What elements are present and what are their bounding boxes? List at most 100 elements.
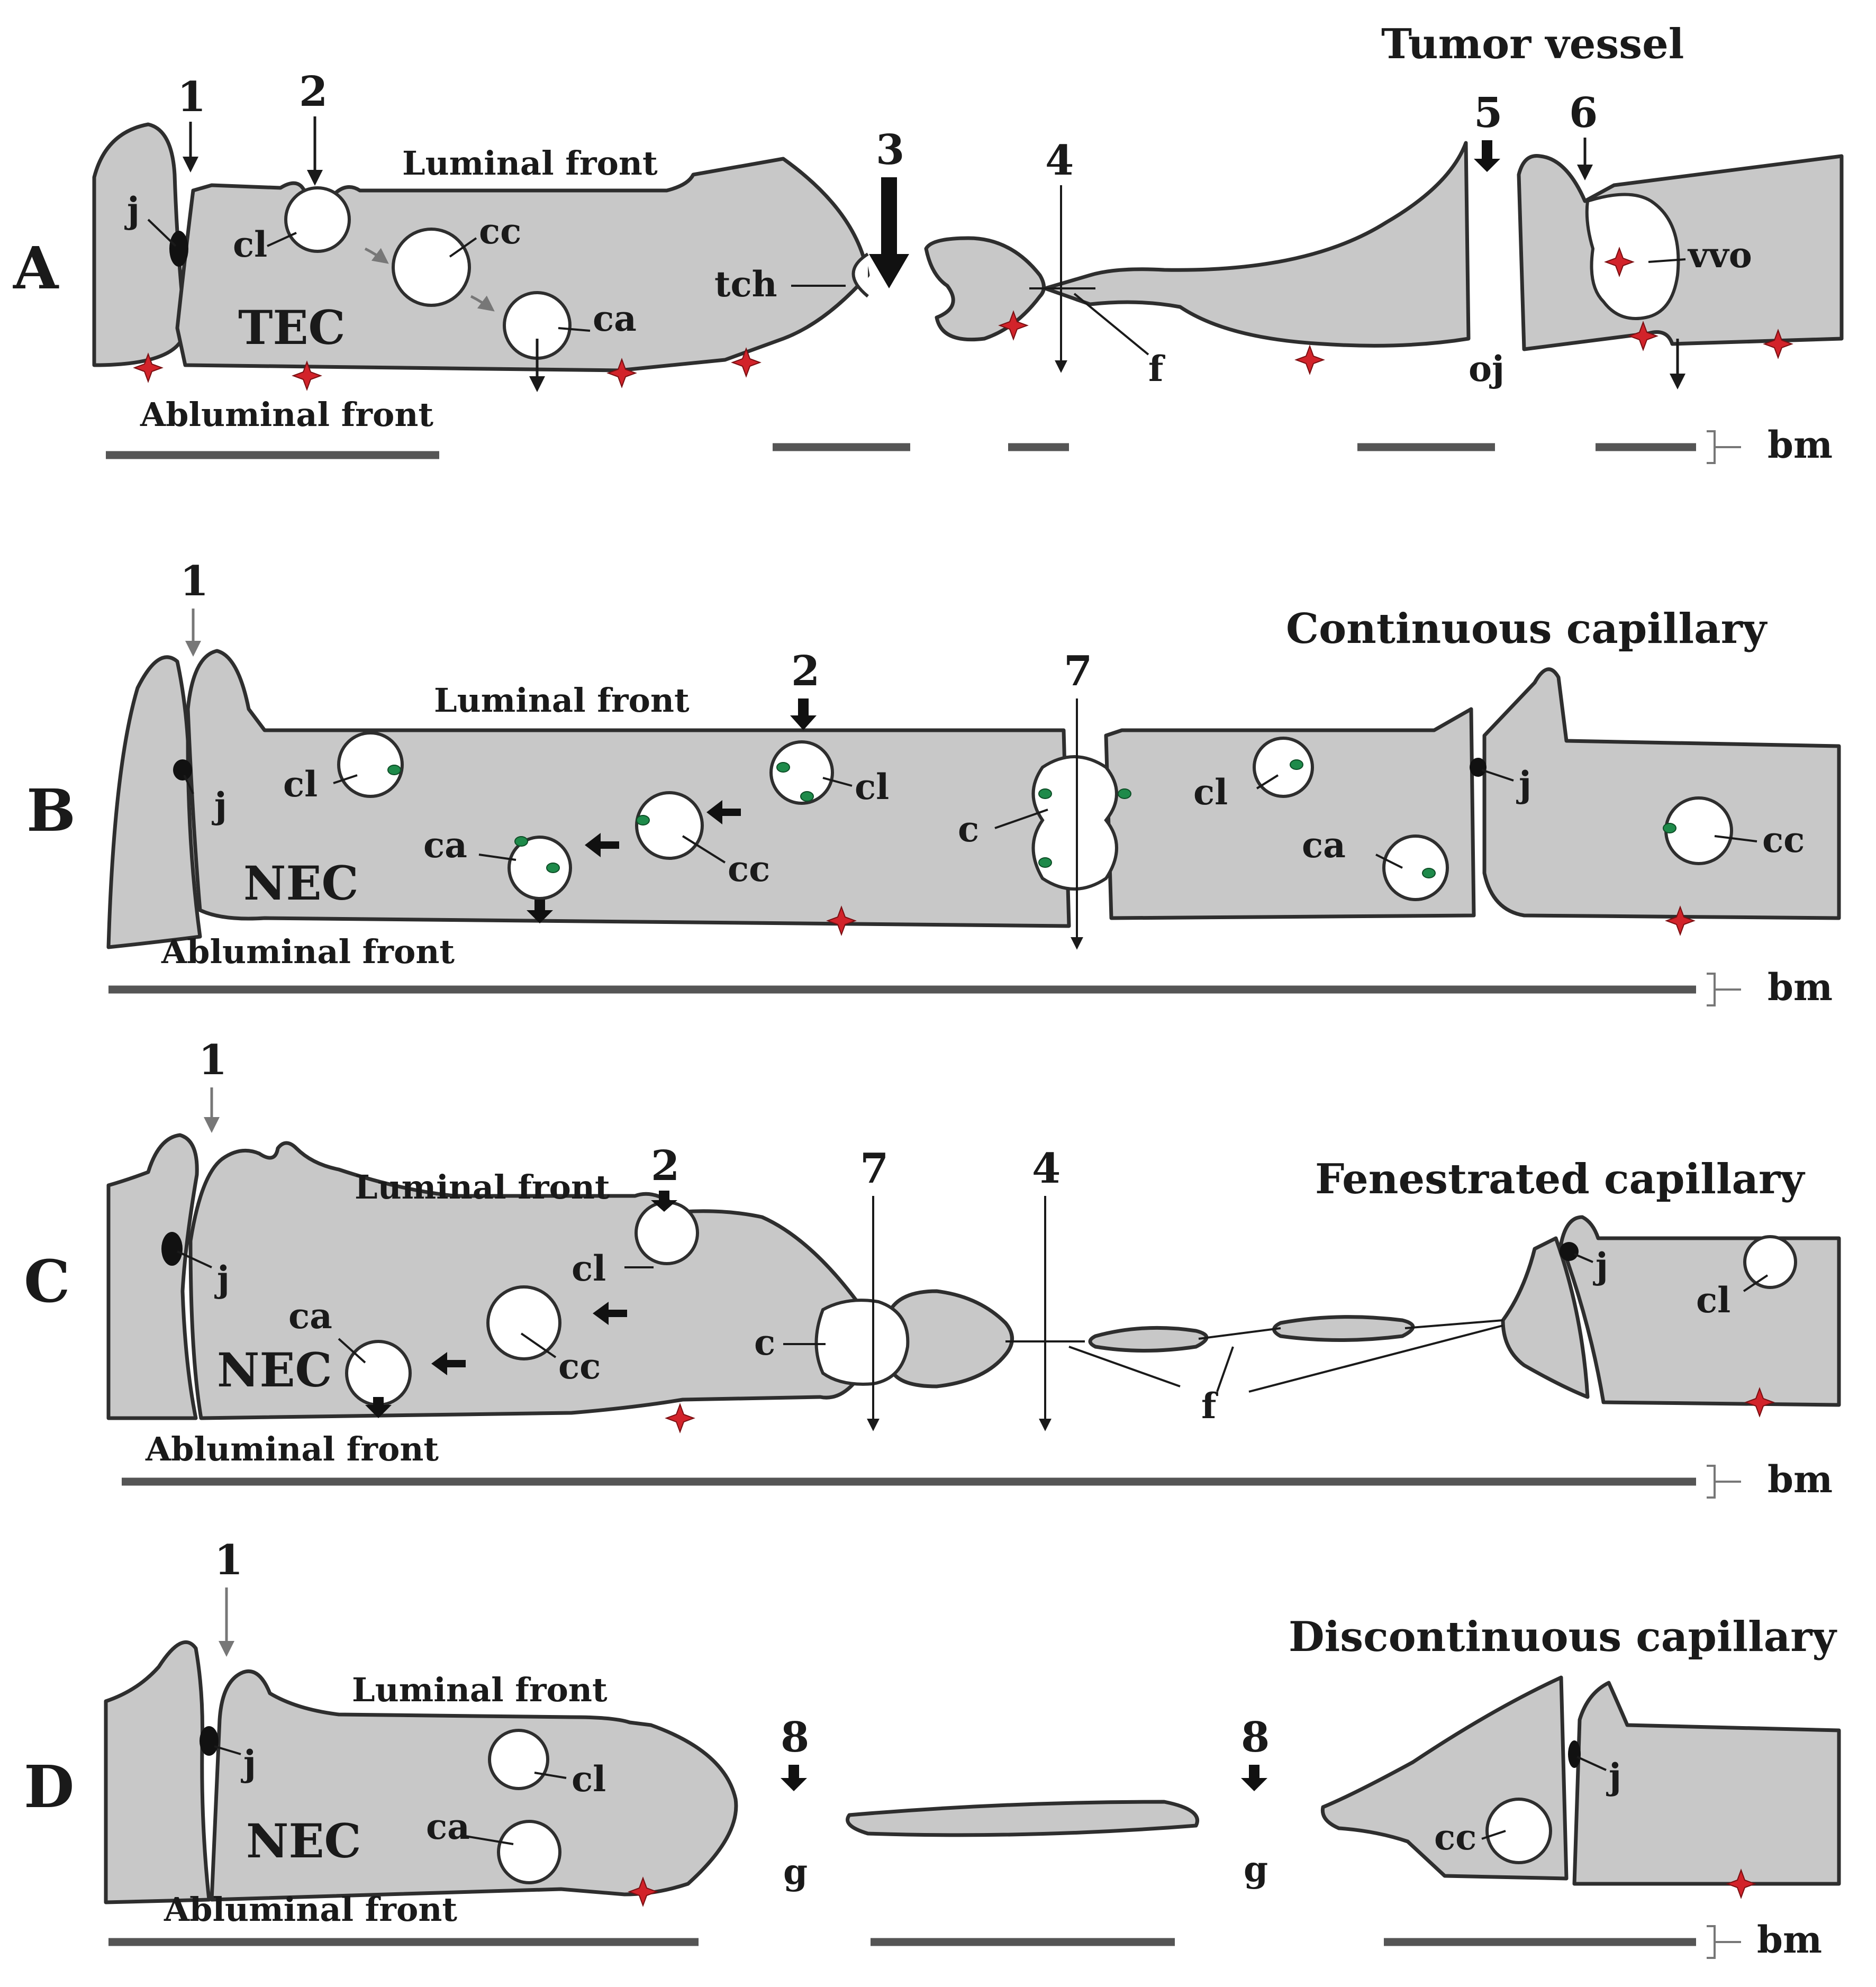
- leader-line: [534, 1772, 567, 1779]
- junction-marker: [1560, 1242, 1579, 1261]
- leader-line: [1714, 835, 1757, 842]
- gap-8-number: 8: [1241, 1713, 1270, 1762]
- caveola-cc: [392, 228, 471, 307]
- pathway-5-arrow: [1474, 140, 1500, 172]
- label-cl: cl: [572, 1248, 606, 1289]
- label-c: c: [958, 809, 979, 850]
- pathway-7-number: 7: [1064, 647, 1092, 695]
- vesiculo-vacuolar-organelle: [1585, 193, 1680, 320]
- panel-b-letter: B: [26, 776, 76, 845]
- pathway-4-number: 4: [1045, 137, 1074, 185]
- leader-line: [994, 809, 1048, 829]
- panel-a-title: Tumor vessel: [1381, 20, 1684, 68]
- gap-8-arrow: [1241, 1765, 1267, 1791]
- label-f: f: [1148, 348, 1165, 389]
- label-cc: cc: [479, 211, 521, 252]
- caveolin-dot: [636, 815, 650, 825]
- label-j: j: [1593, 1245, 1608, 1286]
- leader-line: [478, 854, 516, 861]
- label-j: j: [214, 1258, 230, 1300]
- leader-line: [267, 232, 297, 247]
- endothelial-cell: [106, 655, 202, 949]
- pathway-4-number: 4: [1032, 1145, 1061, 1193]
- luminal-front-label: Luminal front: [402, 144, 658, 183]
- fenestra-plate-end: [1501, 1236, 1590, 1399]
- label-g: g: [783, 1851, 808, 1892]
- pathway-1-number: 1: [214, 1536, 243, 1584]
- junction-marker: [173, 759, 192, 781]
- leader-line: [1216, 1346, 1234, 1392]
- label-cc: cc: [1434, 1817, 1476, 1858]
- fenestra-plate: [1272, 1315, 1415, 1342]
- panel-b-title: Continuous capillary: [1286, 605, 1768, 653]
- leader-line: [1481, 1830, 1506, 1840]
- leader-line: [1481, 769, 1514, 782]
- leader-line: [333, 774, 358, 784]
- caveolin-dot: [1663, 823, 1676, 833]
- panel-d-title: Discontinuous capillary: [1289, 1613, 1837, 1661]
- exit-arrow: [365, 1397, 392, 1418]
- junction-marker: [1568, 1740, 1581, 1768]
- label-j: j: [212, 785, 227, 826]
- abluminal-front-label: Abluminal front: [161, 932, 455, 971]
- pathway-5-number: 5: [1474, 89, 1502, 137]
- junction-marker: [169, 231, 188, 267]
- label-c: c: [754, 1322, 775, 1363]
- label-oj: oj: [1469, 348, 1505, 389]
- membrane-link: [1198, 1327, 1281, 1340]
- cell-type-nec: NEC: [246, 1813, 361, 1868]
- clathrin-pit: [284, 186, 351, 253]
- label-cc: cc: [558, 1346, 601, 1387]
- bm-bracket: [1707, 1465, 1741, 1499]
- leader-line: [1073, 293, 1149, 356]
- normal-endothelial-cell-right: [1572, 1681, 1841, 1886]
- panel-b: B Continuous capillary 1 2: [26, 557, 1841, 1009]
- label-cl: cl: [1193, 772, 1228, 813]
- bm-label: bm: [1768, 965, 1833, 1009]
- caveolin-dot: [1118, 788, 1131, 799]
- star-marker: [1295, 346, 1324, 374]
- leader-line: [449, 237, 477, 258]
- pathway-2-arrow: [790, 698, 817, 730]
- abluminal-front-label: Abluminal front: [145, 1430, 439, 1468]
- normal-endothelial-cell: [210, 1670, 738, 1902]
- leader-line: [147, 219, 177, 247]
- leader-line: [183, 775, 194, 794]
- clathrin-pit: [1743, 1235, 1797, 1289]
- pathway-2-number: 2: [791, 647, 820, 695]
- label-tch: tch: [714, 264, 777, 305]
- tumor-endothelial-cell: [175, 157, 870, 373]
- normal-endothelial-cell: [186, 649, 1071, 928]
- label-j: j: [124, 189, 140, 231]
- endothelial-cell-fragment: [924, 236, 1046, 342]
- luminal-front-label: Luminal front: [352, 1671, 608, 1709]
- label-cl: cl: [1696, 1280, 1730, 1321]
- transport-arrow: [593, 1302, 627, 1325]
- clathrin-pit: [488, 1729, 549, 1790]
- caveolin-dot: [546, 863, 560, 873]
- leader-line: [1248, 1324, 1503, 1393]
- caveolin-dot: [387, 765, 401, 775]
- label-cc: cc: [728, 848, 770, 890]
- junction-marker: [161, 1232, 183, 1266]
- panel-c-letter: C: [24, 1247, 70, 1315]
- label-ca: ca: [1302, 824, 1346, 866]
- transport-arrow: [585, 833, 619, 857]
- leader-line: [1256, 774, 1279, 790]
- caveola-cc: [635, 791, 704, 860]
- label-f: f: [1201, 1385, 1218, 1427]
- caveola-ca: [497, 1820, 561, 1884]
- normal-endothelial-cell-right: [1104, 707, 1476, 920]
- label-cc: cc: [1762, 819, 1805, 860]
- membrane-link: [1404, 1319, 1503, 1329]
- cell-type-tec: TEC: [238, 300, 346, 355]
- label-ca: ca: [288, 1295, 332, 1337]
- panel-d: D Discontinuous capillary 1 8 8 j cl ca …: [24, 1536, 1841, 1962]
- label-j: j: [241, 1743, 256, 1784]
- label-cl: cl: [572, 1758, 606, 1800]
- panel-d-letter: D: [24, 1753, 74, 1821]
- leader-line: [338, 1338, 366, 1364]
- pathway-3-number: 3: [876, 126, 904, 174]
- leader-line: [822, 777, 853, 787]
- abluminal-front-label: Abluminal front: [164, 1890, 457, 1929]
